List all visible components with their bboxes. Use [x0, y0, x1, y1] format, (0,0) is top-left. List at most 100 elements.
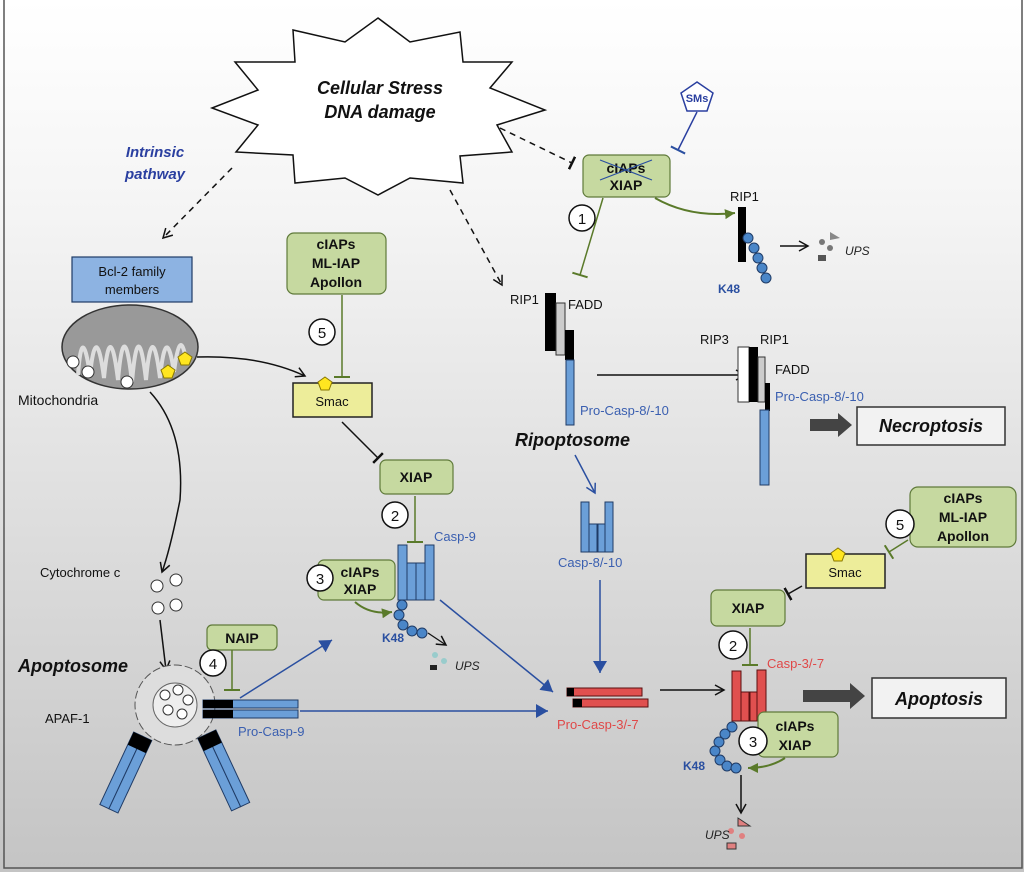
rip1-label-necrosome: RIP1 [760, 332, 789, 347]
intrinsic-pathway-label-2: pathway [124, 166, 186, 183]
step-1-label: 1 [578, 211, 586, 228]
arrow-to-ups-upper [427, 632, 448, 646]
arrow-to-casp8 [574, 454, 596, 495]
ciaps-label-top: cIAPs [607, 160, 646, 176]
iap-group-box-upper [286, 232, 387, 295]
pro-casp9-icon [202, 699, 299, 719]
step-5-marker-lower [885, 509, 915, 539]
pro-casp8-label-ripoptosome: Pro-Casp-8/-10 [580, 403, 669, 418]
mitochondria-icon [61, 304, 199, 390]
bcl2-label-2: members [105, 282, 160, 297]
smac-label-lower: Smac [828, 565, 862, 580]
sms-pentagon-icon [680, 81, 714, 112]
ubiquitination-arrow-rip1 [654, 197, 736, 220]
crossed-out-icon [599, 159, 653, 181]
casp8-dimer-icon [580, 501, 614, 553]
apoptosis-label: Apoptosis [894, 689, 983, 709]
step-2-marker-lower [718, 630, 748, 660]
arrow-mito-to-smac [196, 356, 307, 378]
casp3-label: Casp-3/-7 [767, 656, 824, 671]
smac-pentagon-icon [317, 376, 333, 391]
xiap-label-upper: XIAP [400, 469, 433, 485]
thick-arrow-apoptosis [803, 683, 865, 709]
rip3-label: RIP3 [700, 332, 729, 347]
step-2-marker-upper [381, 501, 409, 529]
casp9-label: Casp-9 [434, 529, 476, 544]
dashed-inhibit-iaps [499, 127, 577, 170]
step-4-label: 4 [209, 656, 217, 673]
ups-label-rip1: UPS [845, 244, 870, 258]
apoptosome-label: Apoptosome [17, 656, 128, 676]
iap-ciaps-label: cIAPs [317, 236, 356, 252]
casp8-label: Casp-8/-10 [558, 555, 622, 570]
naip-box [206, 624, 278, 651]
xiap-box-lower [710, 589, 786, 627]
dashed-arrow-ripoptosome [449, 189, 503, 287]
naip-label: NAIP [225, 630, 258, 646]
step-5-label: 5 [318, 325, 326, 342]
k48-label-upper: K48 [382, 631, 404, 645]
iap-ciaps-label-lower: cIAPs [944, 490, 983, 506]
ubiquitination-arrow-lower [747, 757, 786, 773]
k48-chain-rip1-icon [742, 232, 772, 284]
rip1-label-ripoptosome: RIP1 [510, 292, 539, 307]
necroptosis-label: Necroptosis [879, 416, 983, 436]
inhibit-smac-lower [883, 539, 909, 560]
rip1-bar-icon [738, 207, 746, 262]
necrosome-complex-icon [737, 346, 770, 486]
necroptosis-box [856, 406, 1006, 446]
stress-label-1: Cellular Stress [317, 78, 443, 98]
arrow-to-apoptosome [159, 619, 171, 672]
k48-label-rip1: K48 [718, 282, 740, 296]
smac-box-lower [805, 553, 886, 589]
apaf1-label: APAF-1 [45, 711, 90, 726]
proteasome-fragments-lower-icon [726, 817, 752, 850]
pro-casp8-label-necrosome: Pro-Casp-8/-10 [775, 389, 864, 404]
smac-pentagon-icon-lower [830, 547, 846, 562]
arrow-casp9-to-pro-casp3 [439, 599, 554, 693]
arrow-mito-to-cytc [149, 391, 182, 574]
cellular-stress-burst: Cellular Stress DNA damage [209, 17, 548, 196]
step-4-marker [199, 649, 227, 677]
step-3-label-lower: 3 [749, 734, 757, 751]
xiap-label-top: XIAP [610, 177, 643, 193]
ups-label-upper: UPS [455, 659, 480, 673]
fadd-label-ripoptosome: FADD [568, 297, 603, 312]
step-2-label-upper: 2 [391, 508, 399, 525]
apoptosis-box [871, 677, 1007, 719]
mitochondria-label: Mitochondria [18, 392, 98, 408]
step-3-marker-upper [306, 564, 334, 592]
dashed-arrow-intrinsic [161, 167, 233, 240]
step-5-label-lower: 5 [896, 517, 904, 534]
ripoptosome-complex-icon [545, 293, 575, 426]
xiap-label-complex-upper: XIAP [344, 581, 377, 597]
bcl2-box [71, 256, 193, 303]
xiap-box-upper [379, 459, 454, 495]
proteasome-fragments-icon [430, 652, 447, 670]
cytochrome-c-label: Cytochrome c [40, 565, 121, 580]
ciaps-label-upper: cIAPs [341, 564, 380, 580]
iap-apollon-label: Apollon [310, 274, 362, 290]
inhibit-xiap-upper [341, 421, 384, 464]
thick-arrow-necroptosis [810, 413, 852, 437]
apoptosome-icon [99, 664, 251, 814]
casp9-dimer-icon [397, 544, 435, 601]
arrow-to-casp9 [239, 639, 333, 699]
ciaps-xiap-box-top [582, 154, 671, 198]
step-3-marker-lower [738, 726, 768, 756]
step-3-label-upper: 3 [316, 571, 324, 588]
pro-casp3-icon [566, 687, 649, 708]
smac-label-upper: Smac [315, 394, 349, 409]
pro-casp3-label: Pro-Casp-3/-7 [557, 717, 639, 732]
xiap-label-complex-lower: XIAP [779, 737, 812, 753]
sms-label: SMs [686, 93, 709, 105]
xiap-label-lower: XIAP [732, 600, 765, 616]
inhibit-xiap-lower [783, 585, 803, 601]
k48-chain-upper-icon [393, 599, 428, 639]
k48-chain-lower-icon [709, 721, 742, 774]
stress-label-2: DNA damage [324, 102, 435, 122]
ripoptosome-label: Ripoptosome [515, 430, 630, 450]
step-2-label-lower: 2 [729, 638, 737, 655]
ubiquitination-arrow-upper [354, 601, 393, 619]
iap-mliap-label-lower: ML-IAP [939, 509, 987, 525]
